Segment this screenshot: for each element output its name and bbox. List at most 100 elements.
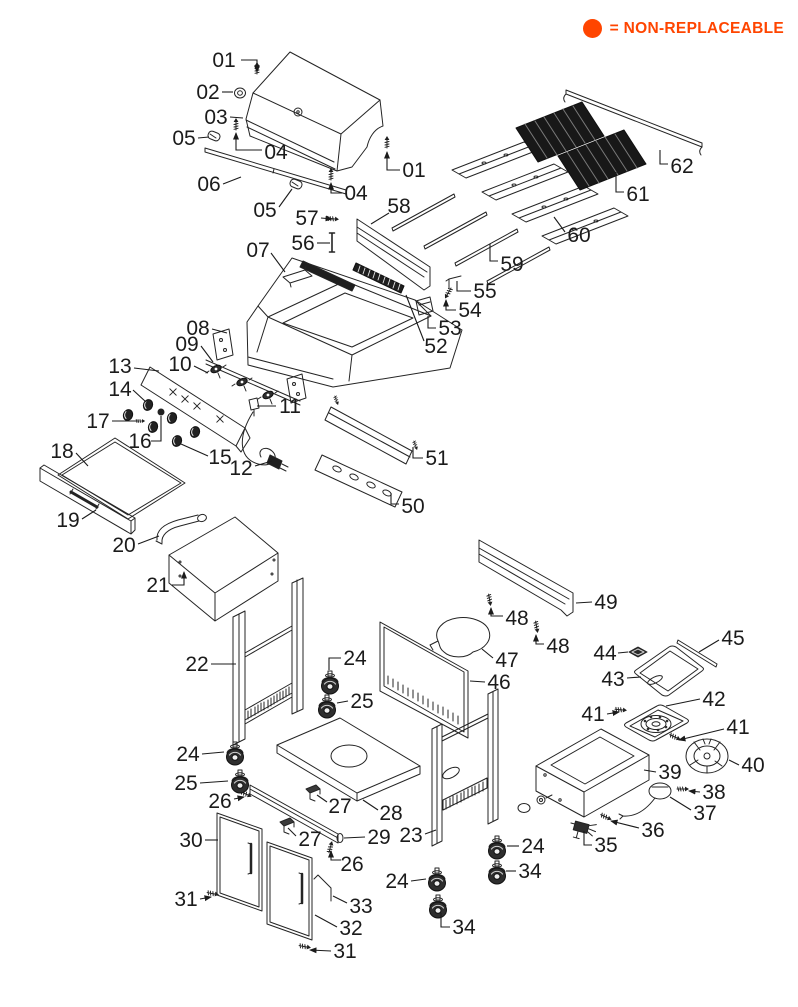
leader-line <box>440 913 450 928</box>
rod-45-drawing <box>676 639 718 668</box>
leader-line <box>151 416 162 442</box>
part-number-label: 07 <box>246 239 269 262</box>
leader-line <box>336 700 349 704</box>
screw-icon <box>668 731 683 743</box>
part-number-label: 54 <box>458 299 482 322</box>
part-number-label: 24 <box>385 870 409 893</box>
part-number-label: 09 <box>175 333 198 356</box>
part-number-label: 02 <box>196 81 219 104</box>
leader-line <box>489 244 498 262</box>
part-number-label: 51 <box>425 447 448 470</box>
channel-49-drawing <box>478 539 574 617</box>
knobs-drawing <box>121 397 202 449</box>
burner-vent-drawing <box>352 262 405 294</box>
part-number-label: 20 <box>112 534 135 557</box>
electrode-11-drawing <box>248 397 260 417</box>
side-burner-valve-35-drawing <box>570 820 597 840</box>
leader-line <box>287 827 297 837</box>
leader-line <box>328 850 341 861</box>
part-number-label: 19 <box>56 509 79 532</box>
part-number-label: 21 <box>146 574 169 597</box>
side-burner-pan-42-drawing <box>624 704 689 742</box>
leader-line <box>443 299 456 311</box>
leader-line <box>606 710 620 717</box>
bolt-mark-icon <box>169 388 177 396</box>
leader-line <box>469 680 486 683</box>
bottom-shelf-28-drawing <box>276 717 421 802</box>
leader-line <box>328 182 342 194</box>
part-number-label: 05 <box>172 127 195 150</box>
part-number-label: 38 <box>702 781 725 804</box>
leader-line <box>533 634 544 645</box>
part-number-label: 15 <box>208 446 231 469</box>
panel-51-drawing <box>324 394 420 465</box>
door-30-drawing <box>216 812 263 912</box>
part-number-label: 10 <box>168 353 191 376</box>
bracket-27-drawing <box>279 817 295 835</box>
leader-line <box>193 365 209 374</box>
leader-line <box>412 447 423 459</box>
leader-line <box>698 639 720 653</box>
part-number-label: 23 <box>399 824 422 847</box>
part-number-label: 18 <box>50 440 73 463</box>
leader-line <box>610 819 640 829</box>
end-cap-drawing <box>207 130 303 190</box>
leader-line <box>617 651 629 654</box>
grease-tray-18-drawing <box>57 437 186 520</box>
pin-56-drawing <box>328 232 336 253</box>
part-number-label: 57 <box>295 207 318 230</box>
part-number-label: 26 <box>340 853 363 876</box>
part-number-label: 55 <box>473 280 496 303</box>
leader-line <box>309 947 332 954</box>
part-number-label: 48 <box>505 607 528 630</box>
leader-line <box>278 188 293 208</box>
igniter-wire-12-drawing <box>241 411 289 472</box>
leader-line <box>314 914 338 928</box>
part-number-label: 52 <box>424 335 447 358</box>
igniter-cap-37-drawing <box>618 782 672 820</box>
part-number-label: 28 <box>379 802 402 825</box>
bracket-53-drawing <box>415 296 434 316</box>
part-number-label: 29 <box>367 826 390 849</box>
part-number-label: 17 <box>86 410 109 433</box>
legend: = NON-REPLACEABLE <box>582 19 784 38</box>
leader-line <box>172 571 187 586</box>
part-number-label: 49 <box>594 591 617 614</box>
leader-line <box>199 895 212 902</box>
hinge-pin-33-drawing <box>313 874 332 902</box>
part-number-label: 47 <box>495 649 518 672</box>
part-number-label: 43 <box>601 668 624 691</box>
part-number-label: 01 <box>212 49 235 72</box>
leader-line <box>199 780 229 784</box>
screw-icon <box>233 117 239 131</box>
screw-icon <box>485 593 494 607</box>
rear-channel-58-drawing <box>356 218 431 291</box>
screw-icon <box>599 811 614 823</box>
leader-line <box>583 831 592 846</box>
manifold-08-drawing <box>205 328 307 406</box>
bolt-mark-icon <box>181 395 189 403</box>
leader-line <box>332 895 348 904</box>
leader-line <box>410 878 427 882</box>
part-number-label: 31 <box>333 940 356 963</box>
part-number-label: 48 <box>546 635 569 658</box>
part-number-label: 34 <box>518 860 542 883</box>
part-number-label: 39 <box>658 761 681 784</box>
leader-line <box>678 728 725 742</box>
door-32-drawing <box>266 841 313 941</box>
screw-icon <box>442 286 454 301</box>
part-number-label: 27 <box>298 828 321 851</box>
burner-tubes-59-drawing <box>391 193 551 285</box>
front-rail-29-drawing <box>249 784 344 844</box>
part-number-label: 12 <box>229 457 252 480</box>
leader-line <box>659 150 668 165</box>
leader-line <box>137 535 160 545</box>
part-number-label: 62 <box>670 155 693 178</box>
latch-44-drawing <box>628 646 648 658</box>
part-number-label: 32 <box>339 917 362 940</box>
leader-line <box>270 252 286 273</box>
screw-icon <box>298 942 312 951</box>
leader-line <box>200 345 214 363</box>
